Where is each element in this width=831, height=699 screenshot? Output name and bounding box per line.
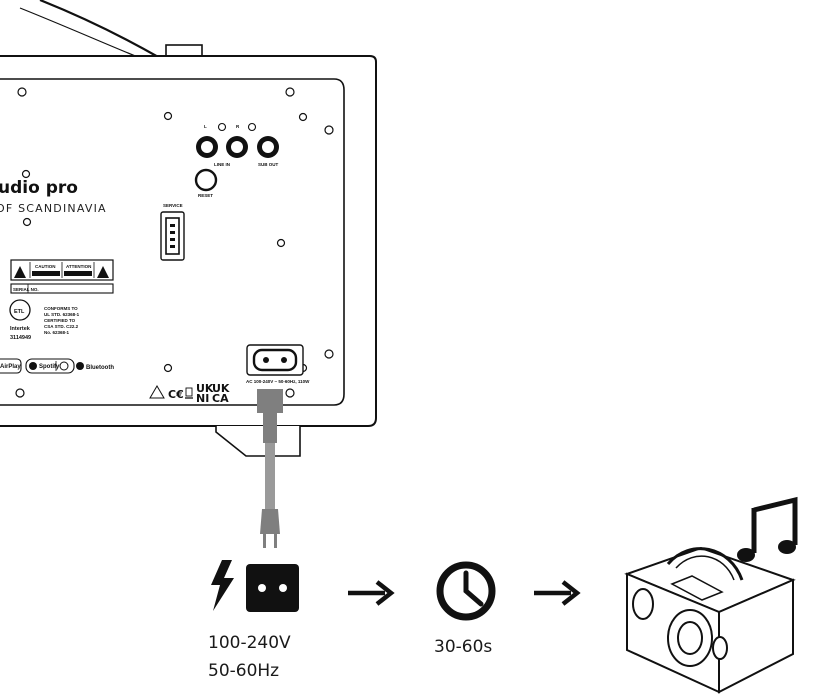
- serial-label: SERIAL NO.: [10, 283, 114, 294]
- line-in-left-indicator: [217, 122, 227, 132]
- conformity-text: CONFORMS TO UL STD. 62368-1 CERTIFIED TO…: [44, 306, 80, 335]
- svg-text:Bluetooth: Bluetooth: [86, 365, 114, 371]
- svg-text:Intertek: Intertek: [10, 326, 31, 332]
- line-in-right-indicator: [247, 122, 257, 132]
- svg-text:ATTENTION: ATTENTION: [66, 264, 91, 269]
- music-note-icon: [737, 496, 798, 562]
- usb-pins: [170, 224, 175, 248]
- svg-text:UK: UK: [212, 382, 230, 395]
- port-left-label: L: [204, 124, 207, 129]
- voltage-label: 100-240V: [208, 633, 291, 653]
- svg-text:UK: UK: [196, 382, 214, 395]
- svg-text:NI: NI: [196, 392, 209, 405]
- svg-text:CSA STD. C22.2: CSA STD. C22.2: [44, 324, 79, 329]
- clock-icon: [436, 561, 496, 621]
- svg-text:CA: CA: [212, 392, 229, 405]
- port-right-label: R: [236, 124, 240, 129]
- svg-text:Spotify: Spotify: [39, 364, 60, 370]
- reset-label: RESET: [198, 193, 213, 198]
- sub-out-label: SUB OUT: [258, 162, 279, 167]
- etl-certification-mark: ETL Intertek 3114949: [9, 299, 31, 341]
- wait-time-label: 30-60s: [434, 637, 492, 657]
- line-in-label: LINE IN: [214, 162, 230, 167]
- speaker-rear-panel: udio pro OF SCANDINAVIA L R LINE IN SUB …: [0, 0, 377, 457]
- power-spec-label: AC 100-240V ~ 50-60Hz, 110W: [246, 379, 310, 384]
- svg-text:CONFORMS TO: CONFORMS TO: [44, 306, 78, 311]
- power-plug: [260, 509, 280, 534]
- speaker-handle: [39, 0, 161, 59]
- svg-text:CERTIFIED TO: CERTIFIED TO: [44, 318, 76, 323]
- power-inlet: AC 100-240V ~ 50-60Hz, 110W: [246, 344, 310, 384]
- speaker-foot: [215, 426, 301, 457]
- svg-text:AirPlay: AirPlay: [0, 364, 21, 370]
- power-socket-icon: [246, 564, 299, 612]
- arrow-right-icon: [534, 580, 581, 606]
- sub-out-jack: [257, 136, 279, 158]
- brand-name: udio pro: [0, 178, 78, 198]
- bluetooth-logo: Bluetooth: [76, 362, 114, 371]
- line-in-right-jack: [226, 136, 248, 158]
- svg-text:ETL: ETL: [14, 309, 25, 315]
- speaker-handle-inner: [19, 7, 151, 63]
- speaker-icon: [624, 546, 796, 694]
- airplay-logo: AirPlay: [0, 358, 22, 374]
- service-usb-port: [165, 217, 180, 255]
- power-cable: [257, 389, 283, 548]
- cable-connector: [257, 389, 283, 413]
- frequency-label: 50-60Hz: [208, 661, 279, 681]
- warning-label: CAUTION ATTENTION: [10, 259, 114, 281]
- speaker-inner-panel: [0, 78, 345, 406]
- svg-text:3114949: 3114949: [10, 335, 31, 341]
- reset-button: [194, 168, 218, 192]
- svg-text:CAUTION: CAUTION: [35, 264, 56, 269]
- arrow-right-icon: [348, 580, 395, 606]
- line-in-left-jack: [196, 136, 218, 158]
- svg-text:C€: C€: [168, 388, 184, 401]
- screw-holes: [15, 87, 334, 398]
- service-label: SERVICE: [163, 203, 183, 208]
- speaker-body: [0, 55, 377, 427]
- svg-text:No. 62368-1: No. 62368-1: [44, 330, 70, 335]
- spotify-logo: Spotify: [25, 358, 75, 374]
- compliance-marks: C€ UK NI UK CA: [149, 382, 230, 405]
- svg-text:SERIAL NO.: SERIAL NO.: [13, 287, 39, 292]
- lightning-icon: [211, 560, 234, 611]
- brand-tagline: OF SCANDINAVIA: [0, 202, 107, 215]
- svg-text:UL STD. 62368-1: UL STD. 62368-1: [44, 312, 80, 317]
